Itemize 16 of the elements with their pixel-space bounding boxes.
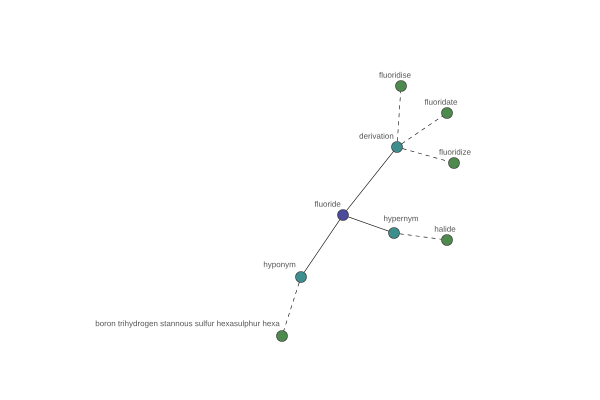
connector-line (348, 216, 389, 232)
node-label: boron trihydrogen stannous sulfur hexasulphur hexa (96, 320, 280, 328)
node-label: hyponym (264, 261, 296, 269)
node-label: fluoridate (424, 98, 458, 105)
node-label: fluoride (314, 200, 340, 207)
connector-line (283, 282, 300, 331)
node-label: fluoridise (379, 72, 411, 78)
node-label: hypernym (384, 215, 418, 223)
connector-line (397, 92, 401, 142)
connector-line (346, 151, 394, 211)
connector-line (399, 233, 442, 240)
node-label: halide (434, 226, 456, 232)
node-label: derivation (359, 132, 394, 139)
connector-line (402, 116, 442, 144)
connector-line (304, 220, 340, 272)
node-label: fluoridize (439, 148, 471, 155)
